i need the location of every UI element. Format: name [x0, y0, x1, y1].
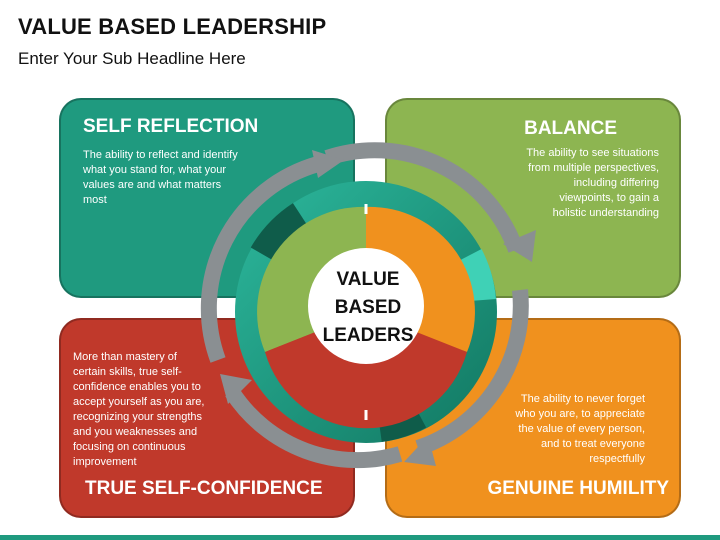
center-line: VALUE	[336, 269, 400, 290]
text-line: the value of every person,	[518, 423, 645, 435]
center-line: BASED	[334, 297, 402, 318]
text-line: certain skills, true self-	[73, 366, 182, 378]
center-line: LEADERS	[322, 325, 414, 346]
teal-ring	[235, 181, 497, 443]
text-line: who you are, to appreciate	[515, 408, 645, 420]
quadrant-title: BALANCE	[524, 118, 617, 139]
text-line: respectfully	[589, 453, 645, 465]
quadrant-text: More than mastery of certain skills, tru…	[73, 350, 204, 470]
page-title: VALUE BASED LEADERSHIP	[18, 14, 327, 39]
gray-arc	[200, 156, 321, 363]
text-line: The ability to never forget	[520, 393, 645, 405]
gray-arc	[225, 387, 403, 469]
gray-arrowhead	[312, 150, 344, 178]
text-line: improvement	[73, 456, 137, 468]
text-line: what you stand for, what your	[83, 164, 227, 176]
text-line: and you weaknesses and	[73, 426, 198, 438]
text-line: The ability to see situations	[526, 147, 659, 159]
center-circle	[308, 248, 424, 364]
quadrant-title: GENUINE HUMILITY	[487, 478, 669, 499]
text-line: The ability to reflect and identify	[83, 149, 238, 161]
text-line: most	[83, 194, 107, 206]
text-line: including differing	[573, 177, 659, 189]
dark-ring-segment	[250, 203, 308, 261]
light-ring-segment	[458, 248, 496, 302]
center-label: VALUE BASED LEADERS	[310, 266, 426, 350]
gray-arrowhead	[220, 374, 252, 404]
text-line: from multiple perspectives,	[528, 162, 659, 174]
footer-bar	[0, 535, 720, 540]
text-line: and to treat everyone	[541, 438, 645, 450]
quadrant-text: The ability to reflect and identify what…	[83, 148, 238, 208]
quadrant-text: The ability to see situations from multi…	[526, 146, 659, 221]
gray-arc	[324, 142, 524, 253]
outer-cycle-arrows	[200, 142, 536, 469]
quadrant-title: SELF REFLECTION	[83, 116, 259, 137]
text-line: values are and what matters	[83, 179, 222, 191]
gray-arrowhead	[404, 436, 436, 466]
text-line: More than mastery of	[73, 351, 177, 363]
gray-arc	[415, 289, 529, 456]
segment-red	[265, 312, 467, 429]
text-line: confidence enables you to	[73, 381, 201, 393]
quadrant-text: The ability to never forget who you are,…	[515, 392, 645, 467]
dark-ring-segment	[377, 404, 427, 442]
text-line: accept yourself as you are,	[73, 396, 205, 408]
text-line: viewpoints, to gain a	[559, 192, 659, 204]
text-line: focusing on continuous	[73, 441, 186, 453]
page-subtitle: Enter Your Sub Headline Here	[18, 49, 246, 68]
gray-arrowhead	[503, 230, 536, 262]
quadrant-title: TRUE SELF-CONFIDENCE	[85, 478, 323, 499]
text-line: recognizing your strengths	[73, 411, 203, 423]
text-line: holistic understanding	[552, 207, 659, 219]
